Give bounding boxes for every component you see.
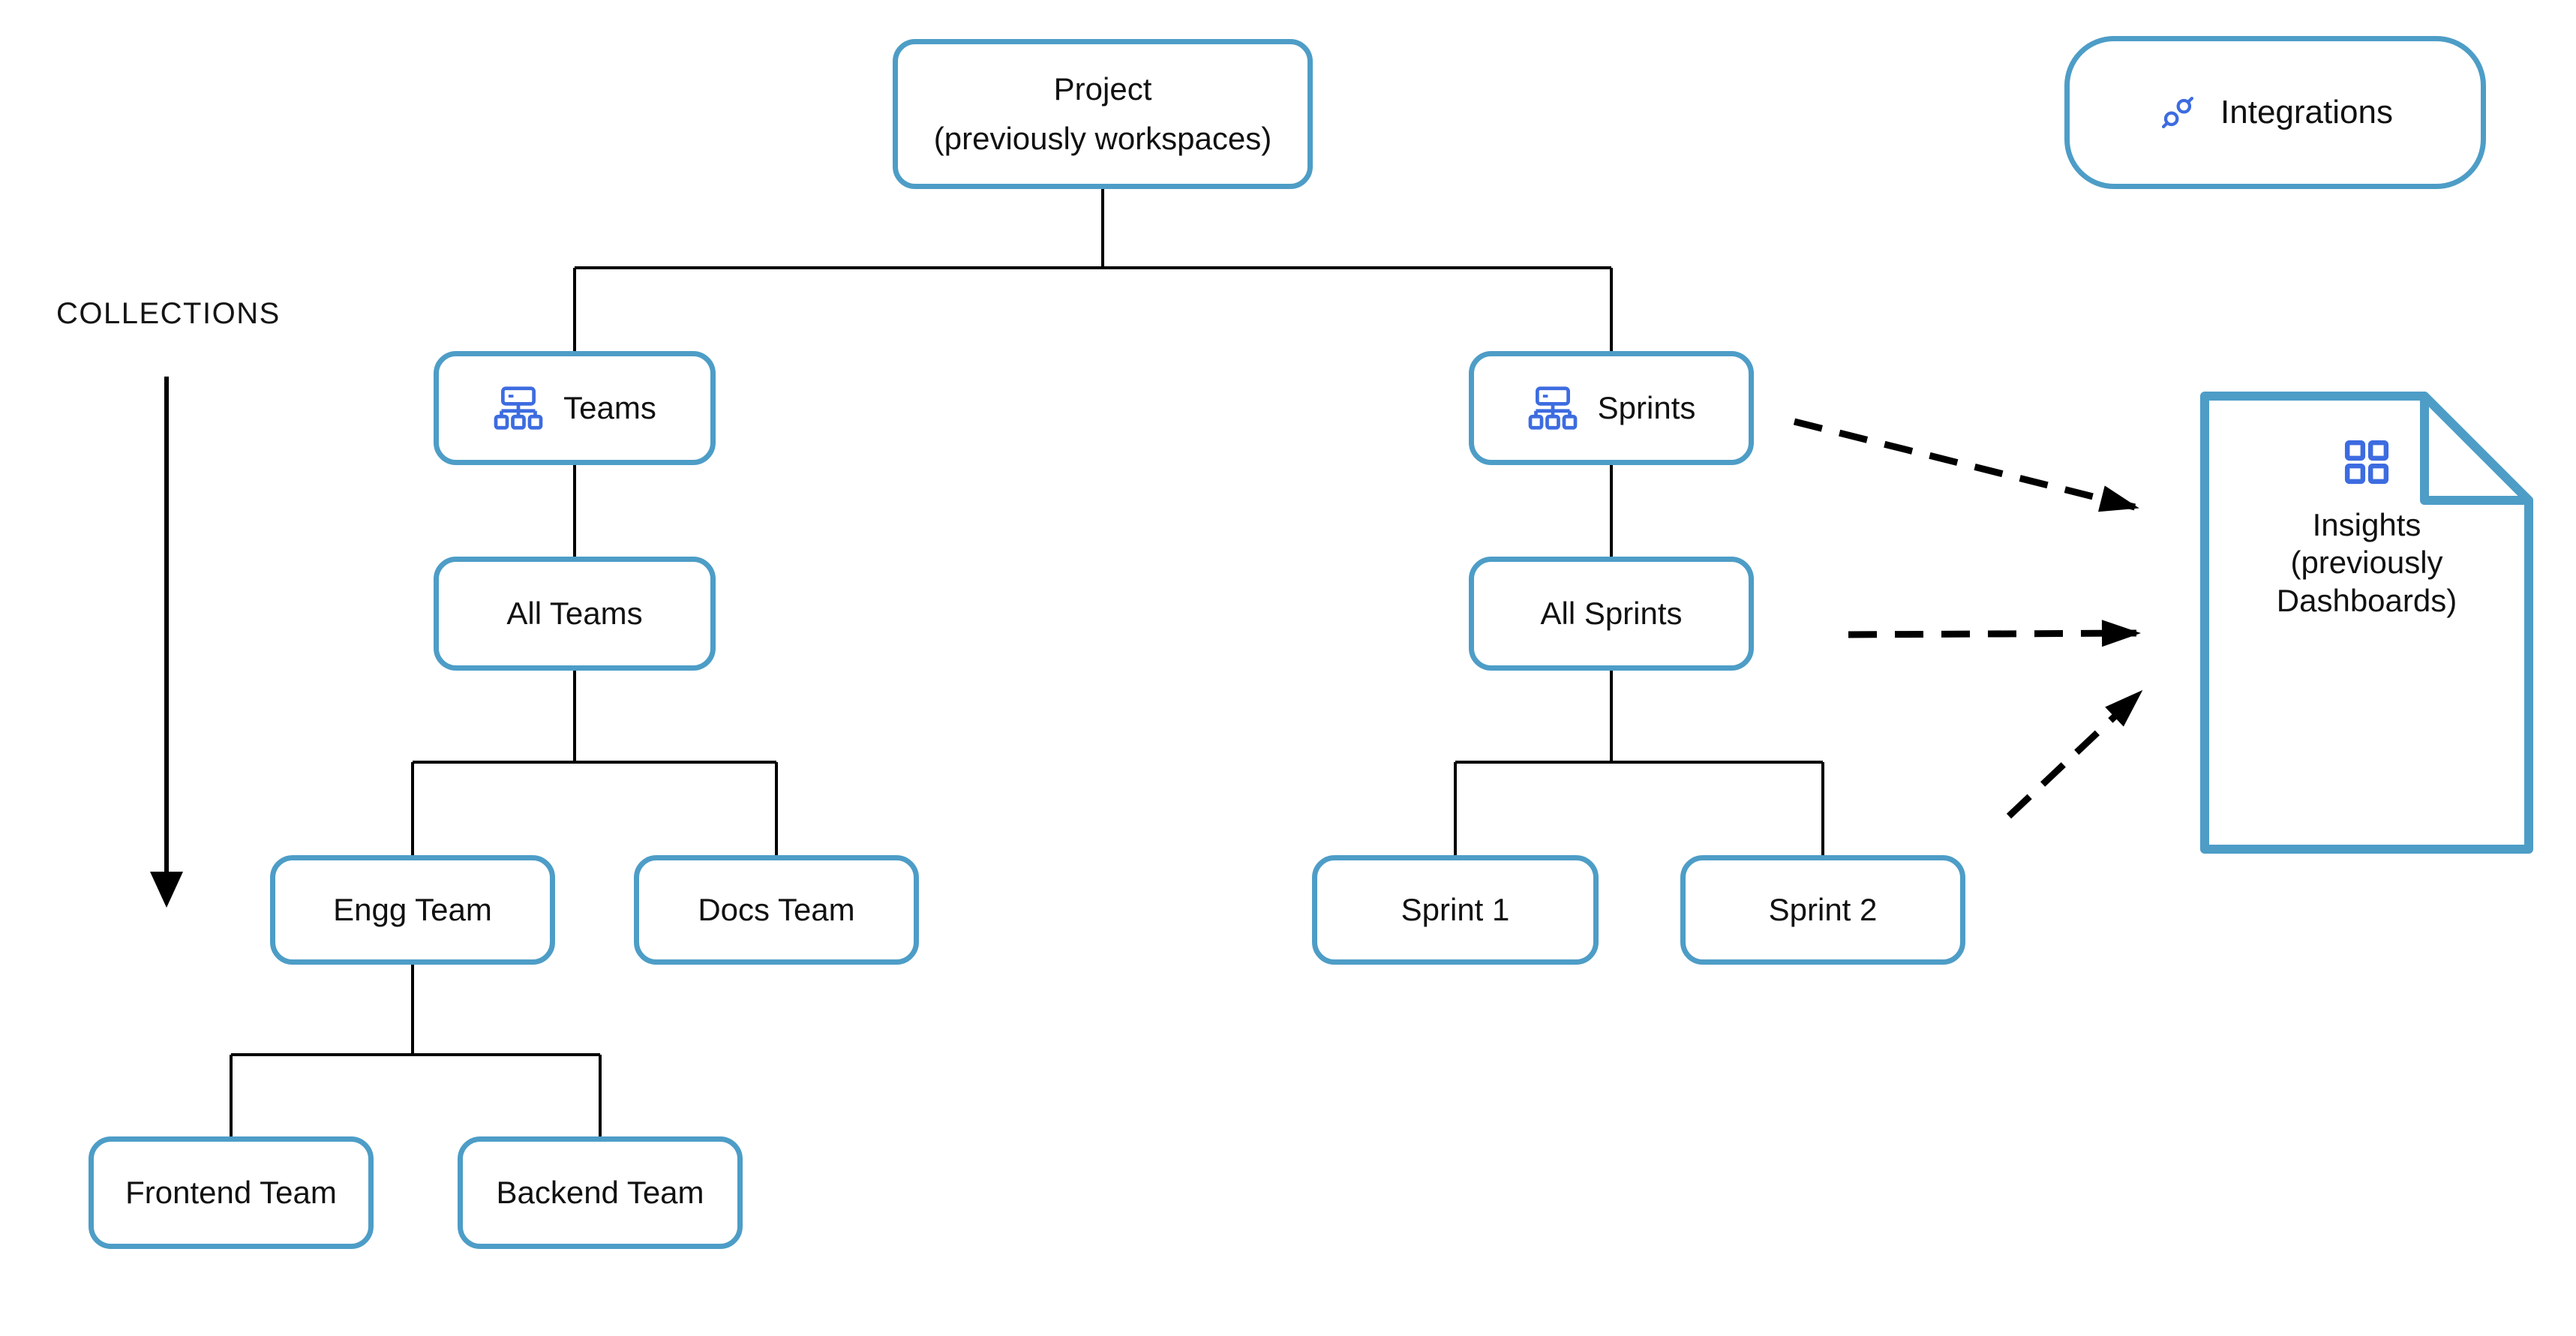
org-chart-icon — [1528, 386, 1577, 430]
insights-document-shape — [2200, 392, 2533, 854]
dashed-arrow-bottom — [2006, 689, 2143, 819]
insights-document: Insights (previously Dashboards) — [2209, 439, 2524, 620]
insights-label-line1: Insights — [2312, 507, 2421, 542]
insights-label-line3: Dashboards) — [2276, 582, 2457, 618]
node-sprints: Sprints — [1469, 351, 1754, 465]
collections-arrow — [150, 377, 183, 908]
sprint-1-label: Sprint 1 — [1401, 892, 1510, 927]
node-sprint-1: Sprint 1 — [1312, 855, 1599, 965]
tree-connectors — [230, 189, 1824, 1136]
sprints-label: Sprints — [1597, 390, 1696, 425]
engg-team-label: Engg Team — [333, 892, 492, 927]
node-sprint-2: Sprint 2 — [1680, 855, 1965, 965]
dashed-arrow-middle — [1848, 620, 2141, 647]
dashed-arrow-top — [1793, 418, 2139, 512]
node-backend-team: Backend Team — [458, 1136, 743, 1249]
dashboard-grid-icon — [2344, 440, 2389, 485]
frontend-team-label: Frontend Team — [125, 1175, 337, 1210]
collections-label: COLLECTIONS — [56, 297, 281, 330]
integration-link-icon — [2161, 96, 2194, 129]
node-frontend-team: Frontend Team — [89, 1136, 374, 1249]
project-label-line1: Project — [1053, 71, 1152, 107]
node-teams: Teams — [434, 351, 716, 465]
backend-team-label: Backend Team — [496, 1175, 704, 1210]
teams-label: Teams — [563, 390, 656, 425]
project-label-line2: (previously workspaces) — [933, 121, 1272, 156]
node-all-teams: All Teams — [434, 557, 716, 671]
all-teams-label: All Teams — [506, 596, 643, 631]
node-all-sprints: All Sprints — [1469, 557, 1754, 671]
integrations-badge: Integrations — [2064, 36, 2486, 189]
insights-label-line2: (previously — [2290, 545, 2443, 581]
node-docs-team: Docs Team — [634, 855, 919, 965]
integrations-label: Integrations — [2220, 94, 2393, 131]
all-sprints-label: All Sprints — [1540, 596, 1683, 631]
docs-team-label: Docs Team — [698, 892, 855, 927]
sprint-2-label: Sprint 2 — [1768, 892, 1878, 927]
node-project: Project (previously workspaces) — [893, 39, 1313, 189]
org-chart-icon — [494, 386, 543, 430]
node-engg-team: Engg Team — [270, 855, 555, 965]
